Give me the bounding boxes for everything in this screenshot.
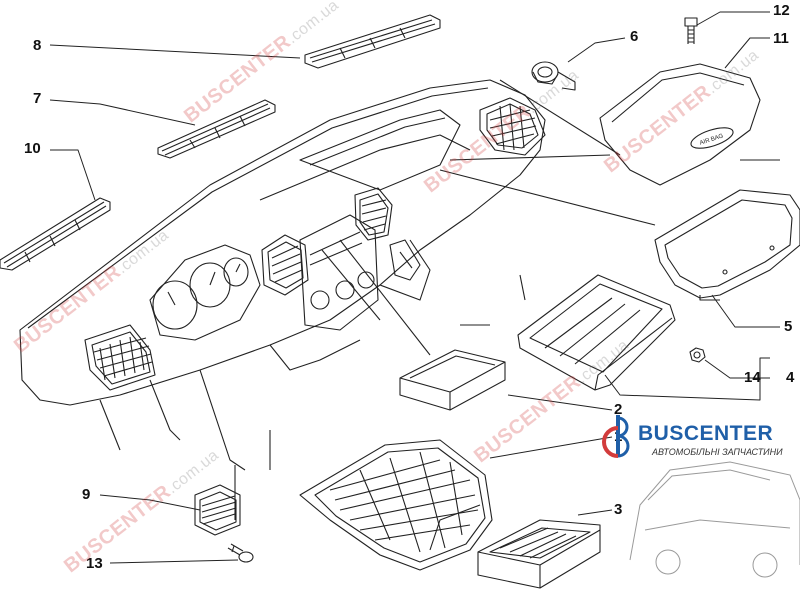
callout-4: 4 (786, 369, 795, 386)
minibus-sketch (629, 461, 800, 578)
part-11-airbag-cover (599, 63, 761, 186)
callout-13: 13 (86, 555, 103, 572)
part-4-tray (517, 274, 676, 391)
part-6-clip (531, 61, 576, 91)
callout-2: 2 (614, 401, 623, 418)
callout-11: 11 (773, 30, 789, 47)
callout-10: 10 (24, 140, 41, 157)
callout-3: 3 (614, 501, 623, 518)
part-9-vent-grille (194, 484, 241, 536)
logo-subtitle: АВТОМОБІЛЬНІ ЗАПЧАСТИНИ (652, 447, 783, 457)
part-1-lower-panel (299, 439, 493, 571)
callout-5: 5 (784, 318, 793, 335)
airbag-label: AIR BAG (699, 133, 724, 146)
logo-emblem-icon (602, 415, 630, 458)
part-8-trim-strip (304, 14, 441, 69)
part-2-box (399, 349, 506, 411)
part-5-glovebox-frame (654, 189, 800, 301)
part-14-nut (689, 347, 706, 363)
callout-7: 7 (33, 90, 42, 107)
callout-14: 14 (744, 369, 761, 386)
part-10-trim-strip (0, 197, 111, 271)
left-air-vent (84, 324, 156, 391)
right-air-vent (479, 97, 546, 156)
instrument-cluster (149, 244, 261, 341)
part-3-storage-tray (477, 519, 601, 589)
leader-lines-dash (234, 79, 780, 520)
part-12-bolt (684, 17, 698, 44)
dashboard-body (19, 79, 546, 471)
buscenter-logo: BUSCENTER АВТОМОБІЛЬНІ ЗАПЧАСТИНИ (598, 410, 798, 490)
callout-8: 8 (33, 37, 42, 54)
logo-title: BUSCENTER (638, 422, 774, 445)
center-console (299, 214, 421, 331)
part-13-screw (227, 543, 254, 563)
callout-12: 12 (773, 2, 790, 19)
callout-6: 6 (630, 28, 639, 45)
center-air-vents (261, 187, 393, 296)
part-7-trim-strip (157, 99, 276, 159)
callout-leaders (49, 11, 780, 564)
callout-9: 9 (82, 486, 91, 503)
